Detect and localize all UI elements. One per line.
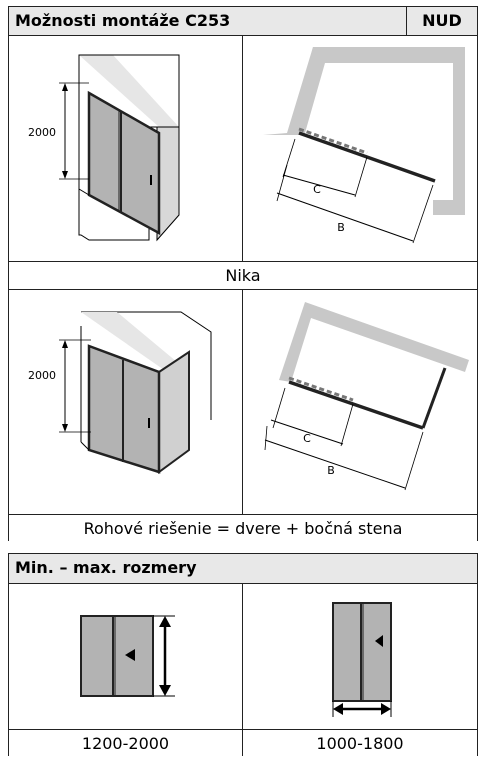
niche-plan-drawing: C B xyxy=(243,35,477,261)
vertical-double-arrow-icon xyxy=(153,615,175,697)
horizontal-double-arrow-icon xyxy=(332,701,392,717)
product-code: NUD xyxy=(406,7,477,35)
niche-plan-illustration: C B xyxy=(263,47,465,244)
width-range-label: 1000-1800 xyxy=(243,729,477,756)
c-dimension-label: C xyxy=(313,183,321,196)
mounting-options-section: Možnosti montáže C253 NUD 2000 xyxy=(8,6,478,541)
handle-triangle-icon xyxy=(125,649,135,661)
min-max-header: Min. – max. rozmery xyxy=(9,554,477,584)
mounting-options-header: Možnosti montáže C253 NUD xyxy=(9,7,477,36)
height-dimension-label: 2000 xyxy=(28,126,56,139)
niche-3d-illustration: 2000 xyxy=(28,54,180,242)
min-max-title: Min. – max. rozmery xyxy=(15,558,197,577)
height-range-label: 1200-2000 xyxy=(9,729,243,756)
b-dimension-label: B xyxy=(337,221,345,234)
c-dimension-label: C xyxy=(303,432,311,445)
corner-caption: Rohové riešenie = dvere + bočná stena xyxy=(9,514,477,541)
handle-triangle-icon xyxy=(375,635,383,647)
mounting-options-title: Možnosti montáže C253 xyxy=(15,11,231,30)
corner-plan-illustration: C B xyxy=(264,302,469,491)
width-range-illustration xyxy=(332,602,392,717)
niche-3d-drawing: 2000 xyxy=(9,35,243,261)
width-range-drawing xyxy=(243,583,477,729)
corner-plan-drawing: C B xyxy=(243,289,477,514)
b-dimension-label: B xyxy=(327,464,335,477)
corner-3d-illustration: 2000 xyxy=(28,311,212,490)
height-range-drawing xyxy=(9,583,243,729)
height-range-illustration xyxy=(80,615,175,697)
height-dimension-label: 2000 xyxy=(28,369,56,382)
min-max-dimensions-section: Min. – max. rozmery xyxy=(8,553,478,756)
corner-3d-drawing: 2000 xyxy=(9,289,243,514)
niche-caption: Nika xyxy=(9,261,477,289)
